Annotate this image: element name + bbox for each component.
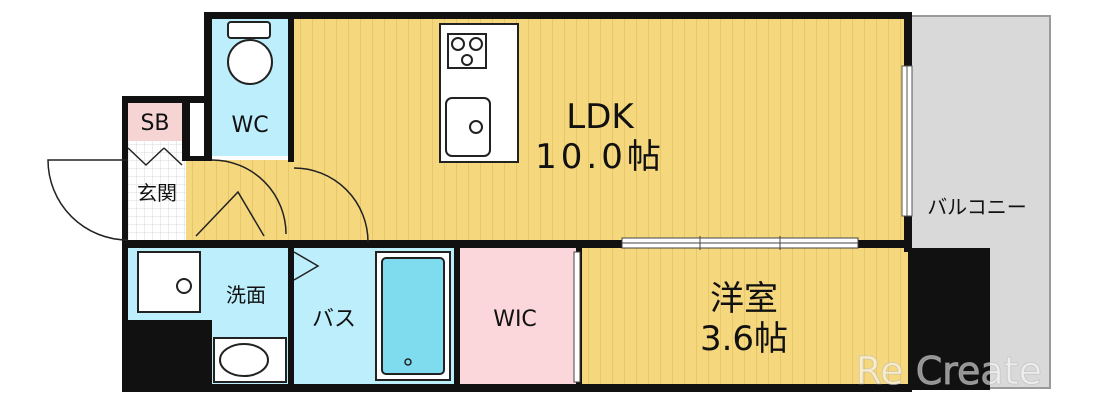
- balcony-label: バルコニー: [927, 195, 1027, 219]
- wc-label: WC: [231, 113, 268, 138]
- toilet-icon: [227, 21, 273, 85]
- wash-basin-icon: [213, 337, 287, 383]
- washing-machine-icon: [137, 251, 201, 313]
- stove-icon: [451, 37, 483, 66]
- bath-label: バス: [312, 307, 356, 332]
- entrance-label: 玄関: [137, 181, 177, 205]
- western-room-size-label: 3.6帖: [700, 319, 788, 359]
- wic-label: WIC: [493, 307, 537, 332]
- sb-floor: [128, 103, 182, 141]
- ldk-size-label: 10.0帖: [535, 137, 665, 177]
- washroom-label: 洗面: [226, 283, 266, 307]
- wic-door: [573, 251, 581, 383]
- sb-label: SB: [140, 111, 169, 136]
- western-room-floor: [582, 248, 908, 388]
- sink-icon: [445, 97, 491, 157]
- watermark-text: Re Create: [856, 349, 1042, 393]
- ldk-name-label: LDK: [566, 97, 635, 137]
- balcony-window: [901, 65, 913, 217]
- wic-floor: [460, 248, 578, 384]
- bathtub-icon: [375, 251, 451, 381]
- sliding-partition: [621, 236, 859, 250]
- kitchen-counter: [439, 23, 519, 163]
- western-room-name-label: 洋室: [710, 279, 778, 319]
- doors: [47, 147, 369, 281]
- ldk-floor: [294, 18, 908, 242]
